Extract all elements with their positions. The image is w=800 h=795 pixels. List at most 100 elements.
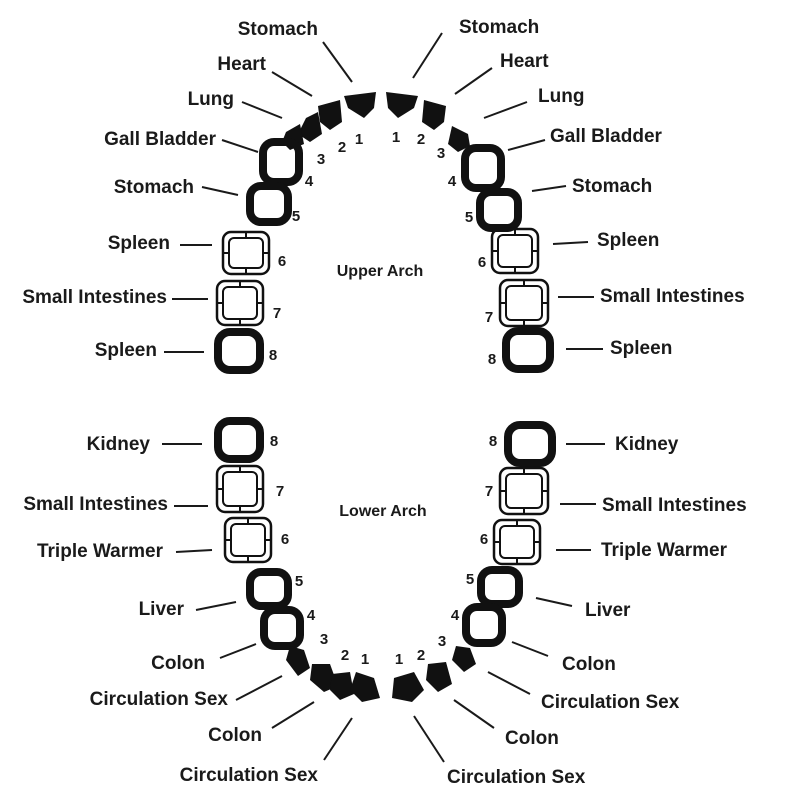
tooth-lower-left-5	[246, 568, 292, 610]
lower-arch-label: Lower Arch	[339, 503, 426, 520]
tooth-number: 2	[338, 139, 346, 156]
tooth-lower-right-3	[452, 646, 476, 672]
leader-line	[413, 715, 445, 763]
tooth-number: 2	[417, 131, 425, 148]
tooth-number: 5	[292, 208, 300, 225]
leader-line	[235, 675, 283, 701]
organ-label: Spleen	[597, 230, 659, 251]
tooth-lower-right-4	[462, 603, 506, 647]
leader-line	[412, 32, 443, 79]
organ-label: Lung	[188, 89, 234, 110]
organ-label: Spleen	[108, 233, 170, 254]
organ-label: Triple Warmer	[601, 540, 728, 561]
organ-label: Small Intestines	[602, 495, 747, 516]
leader-line	[535, 597, 573, 607]
organ-label: Small Intestines	[600, 286, 745, 307]
organ-label: Heart	[500, 51, 549, 72]
tooth-lower-right-7	[498, 466, 550, 516]
organ-label: Heart	[217, 54, 266, 75]
leader-line	[201, 186, 239, 196]
organ-label: Small Intestines	[23, 494, 168, 515]
organ-label: Stomach	[238, 19, 318, 40]
organ-label: Liver	[585, 600, 631, 621]
tooth-number: 6	[480, 531, 488, 548]
organ-label: Kidney	[615, 434, 679, 455]
organ-label: Gall Bladder	[104, 129, 217, 150]
tooth-upper-left-5	[246, 182, 292, 226]
leader-line	[195, 601, 237, 611]
organ-label: Stomach	[114, 177, 194, 198]
tooth-number: 1	[355, 131, 363, 148]
tooth-upper-left-8	[214, 328, 264, 374]
tooth-lower-left-7	[215, 464, 265, 514]
tooth-lower-right-1	[392, 672, 424, 702]
tooth-number: 3	[438, 633, 446, 650]
tooth-lower-right-6	[492, 518, 542, 566]
organ-label: Kidney	[87, 434, 151, 455]
tooth-number: 3	[320, 631, 328, 648]
organ-label: Circulation Sex	[447, 767, 586, 788]
tooth-upper-left-3	[298, 112, 322, 142]
organ-label: Lung	[538, 86, 584, 107]
leader-line	[175, 549, 213, 553]
tooth-lower-left-1b	[330, 672, 354, 700]
tooth-upper-left-6	[221, 230, 271, 276]
tooth-upper-right-1	[386, 92, 418, 118]
organ-label: Stomach	[572, 176, 652, 197]
tooth-upper-right-8	[502, 327, 554, 373]
organ-label: Circulation Sex	[541, 692, 680, 713]
tooth-lower-left-4	[260, 606, 304, 650]
leader-line	[511, 641, 549, 657]
tooth-number: 4	[448, 173, 457, 190]
tooth-upper-right-4	[461, 144, 505, 192]
tooth-upper-right-3	[448, 126, 470, 152]
leader-line	[507, 139, 546, 151]
tooth-number: 4	[451, 607, 460, 624]
tooth-lower-left-1	[350, 672, 380, 702]
tooth-number: 5	[465, 209, 473, 226]
tooth-upper-left-7	[215, 279, 265, 327]
tooth-number: 4	[307, 607, 316, 624]
leader-line	[221, 139, 259, 153]
leader-line	[552, 241, 589, 245]
tooth-number: 1	[392, 129, 400, 146]
tooth-upper-right-7	[498, 278, 550, 328]
tooth-lower-right-8	[504, 421, 556, 467]
tooth-upper-right-2	[422, 100, 446, 130]
tooth-number: 7	[273, 305, 281, 322]
organ-label: Colon	[505, 728, 559, 749]
leader-line	[483, 101, 528, 119]
tooth-lower-left-8	[214, 417, 264, 463]
tooth-upper-left-2	[318, 100, 342, 130]
tooth-number: 2	[417, 647, 425, 664]
organ-label: Colon	[562, 654, 616, 675]
tooth-number: 8	[488, 351, 496, 368]
leader-line	[219, 643, 257, 659]
organ-label: Stomach	[459, 17, 539, 38]
leader-line	[322, 41, 353, 83]
organ-label: Circulation Sex	[180, 765, 319, 786]
tooth-lower-left-3	[286, 646, 310, 676]
upper-arch-label: Upper Arch	[337, 263, 424, 280]
tooth-number: 7	[276, 483, 284, 500]
organ-label: Gall Bladder	[550, 126, 663, 147]
leader-line	[487, 671, 531, 695]
tooth-number: 8	[269, 347, 277, 364]
leader-line	[531, 185, 567, 192]
tooth-number: 7	[485, 309, 493, 326]
tooth-number: 3	[317, 151, 325, 168]
tooth-number: 7	[485, 483, 493, 500]
tooth-upper-left-4	[259, 138, 303, 186]
tooth-upper-right-6	[490, 227, 540, 275]
tooth-number: 5	[295, 573, 303, 590]
organ-label: Spleen	[95, 340, 157, 361]
tooth-upper-right-5	[476, 188, 522, 232]
organ-label: Triple Warmer	[37, 541, 164, 562]
tooth-lower-right-2	[426, 662, 452, 692]
tooth-number: 1	[361, 651, 369, 668]
tooth-number: 3	[437, 145, 445, 162]
leader-line	[271, 701, 315, 729]
organ-label: Small Intestines	[22, 287, 167, 308]
tooth-number: 8	[270, 433, 278, 450]
